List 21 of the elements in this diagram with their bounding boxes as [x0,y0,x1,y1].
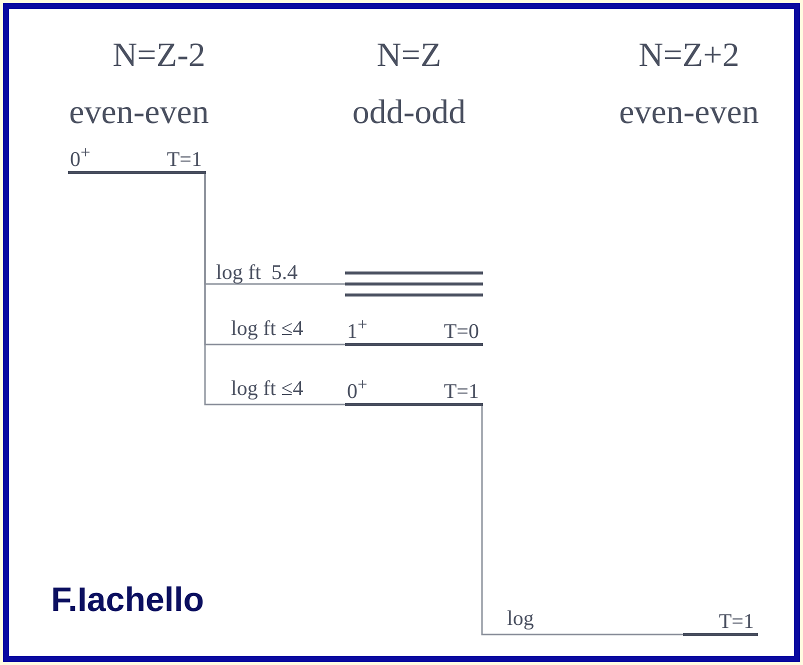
nucleus-label: N=Z+2 [638,37,740,75]
parity-label: even-even [619,94,759,132]
spin-parity: 1$^{+}$ [347,313,368,343]
isospin-label: T=0 [444,319,479,343]
edge-label: log ft 5.4 [214,261,300,283]
edge-label: log [505,607,536,629]
edge-label: log ft ≤4 [229,317,306,339]
decay-line [481,404,683,636]
edge-label: log ft ≤4 [229,377,306,399]
energy-level-lines [345,271,483,297]
author-credit: F.Iachello [51,581,204,620]
parity-label: odd-odd [352,94,466,132]
spin-parity: 0$^{+}$ [70,141,90,171]
decay-line [204,172,345,406]
isospin-label: T=1 [718,609,754,633]
nucleus-label: N=Z [376,37,442,75]
spin-parity: 0$^{+}$ [347,373,368,403]
isospin-label: T=1 [444,379,479,403]
nucleus-label: N=Z-2 [112,37,206,75]
parity-label: even-even [69,94,209,132]
isospin-label: T=1 [166,147,202,171]
